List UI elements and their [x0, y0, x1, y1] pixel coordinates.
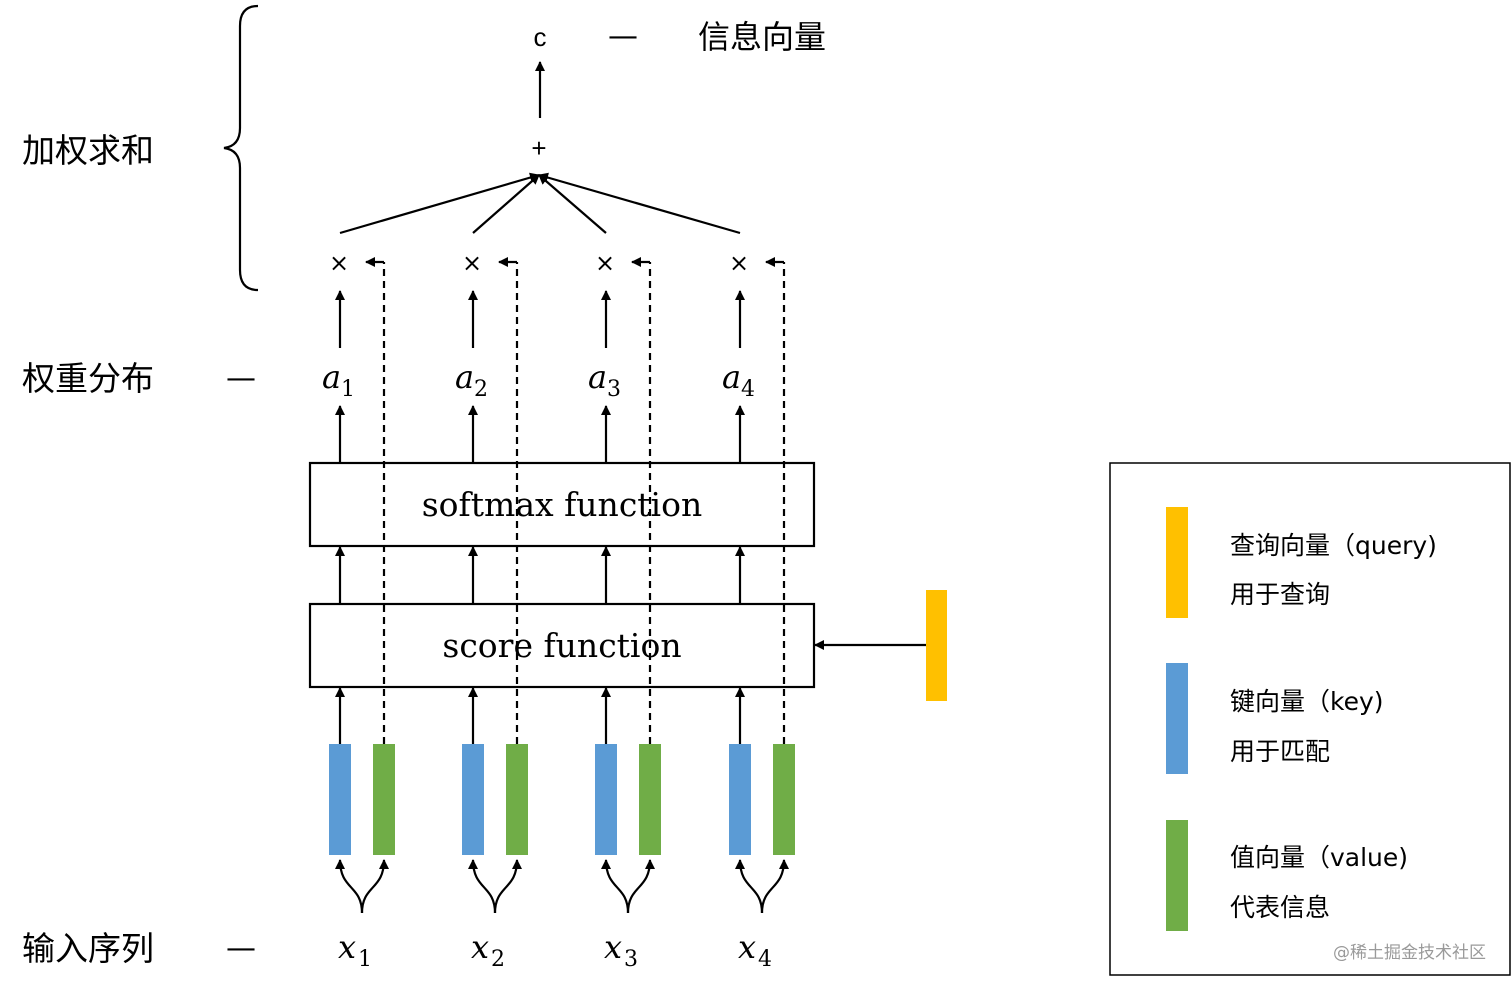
- value-vector-bar-2: [506, 744, 528, 855]
- weight-label-a1: a: [322, 358, 341, 396]
- input-label-x2: x: [471, 928, 489, 966]
- weight-subscript-4: 4: [741, 377, 755, 402]
- weight-dist-label: 权重分布: [22, 359, 154, 398]
- weight-subscript-3: 3: [607, 377, 621, 402]
- split-arrow-key-4: [735, 859, 764, 914]
- watermark: @稀土掘金技术社区: [1333, 943, 1486, 963]
- split-arrow-value-2: [493, 859, 522, 914]
- legend-query-title: 查询向量（query): [1230, 531, 1437, 560]
- split-arrow-value-3: [626, 859, 655, 914]
- softmax-label: softmax function: [422, 485, 702, 524]
- legend-key-title: 键向量（key): [1230, 687, 1384, 716]
- key-vector-bar-2: [462, 744, 484, 855]
- split-arrow-key-3: [601, 859, 630, 914]
- input-label-x4: x: [738, 928, 756, 966]
- sum-arrow-3: [538, 174, 607, 234]
- plus-sign: +: [531, 133, 546, 163]
- weighted-sum-brace: [223, 4, 259, 292]
- weight-dist-dash: —: [226, 361, 256, 396]
- input-subscript-1: 1: [358, 947, 372, 972]
- score-label: score function: [442, 626, 681, 665]
- input-subscript-3: 3: [624, 947, 638, 972]
- weight-subscript-1: 1: [341, 377, 355, 402]
- top-dash: —: [608, 19, 638, 54]
- input-seq-dash: —: [226, 931, 256, 966]
- sum-arrow-2: [472, 174, 540, 234]
- times-sign-4: ×: [729, 249, 749, 277]
- legend-value-title: 值向量（value): [1230, 843, 1408, 872]
- times-sign-1: ×: [329, 249, 349, 277]
- weight-label-a3: a: [588, 358, 607, 396]
- weighted-sum-label: 加权求和: [22, 131, 154, 170]
- weight-subscript-2: 2: [474, 377, 488, 402]
- times-sign-3: ×: [595, 249, 615, 277]
- input-label-x1: x: [338, 928, 356, 966]
- value-vector-bar-4: [773, 744, 795, 855]
- legend-key-desc: 用于匹配: [1230, 737, 1330, 766]
- input-subscript-4: 4: [758, 947, 772, 972]
- value-vector-bar-3: [639, 744, 661, 855]
- sum-arrow-4: [538, 172, 741, 235]
- legend-query-desc: 用于查询: [1230, 580, 1330, 609]
- query-vector-bar: [926, 590, 947, 701]
- c-label: c: [534, 22, 547, 52]
- key-vector-bar-1: [329, 744, 351, 855]
- sum-arrow-1: [339, 172, 540, 235]
- legend-key-swatch: [1166, 663, 1188, 774]
- legend-value-desc: 代表信息: [1230, 893, 1330, 922]
- key-vector-bar-4: [729, 744, 751, 855]
- times-sign-2: ×: [462, 249, 482, 277]
- key-vector-bar-3: [595, 744, 617, 855]
- weight-label-a4: a: [722, 358, 741, 396]
- input-subscript-2: 2: [491, 947, 505, 972]
- legend-query-swatch: [1166, 507, 1188, 618]
- value-vector-bar-1: [373, 744, 395, 855]
- score-box: [308, 602, 816, 689]
- info-vector-label: 信息向量: [698, 18, 826, 56]
- split-arrow-key-2: [468, 859, 497, 914]
- weight-label-a2: a: [455, 358, 474, 396]
- legend-value-swatch: [1166, 820, 1188, 931]
- input-seq-label: 输入序列: [22, 929, 154, 968]
- input-label-x3: x: [604, 928, 622, 966]
- split-arrow-key-1: [335, 859, 364, 914]
- split-arrow-value-4: [760, 859, 789, 914]
- split-arrow-value-1: [360, 859, 389, 914]
- softmax-box: [308, 461, 816, 548]
